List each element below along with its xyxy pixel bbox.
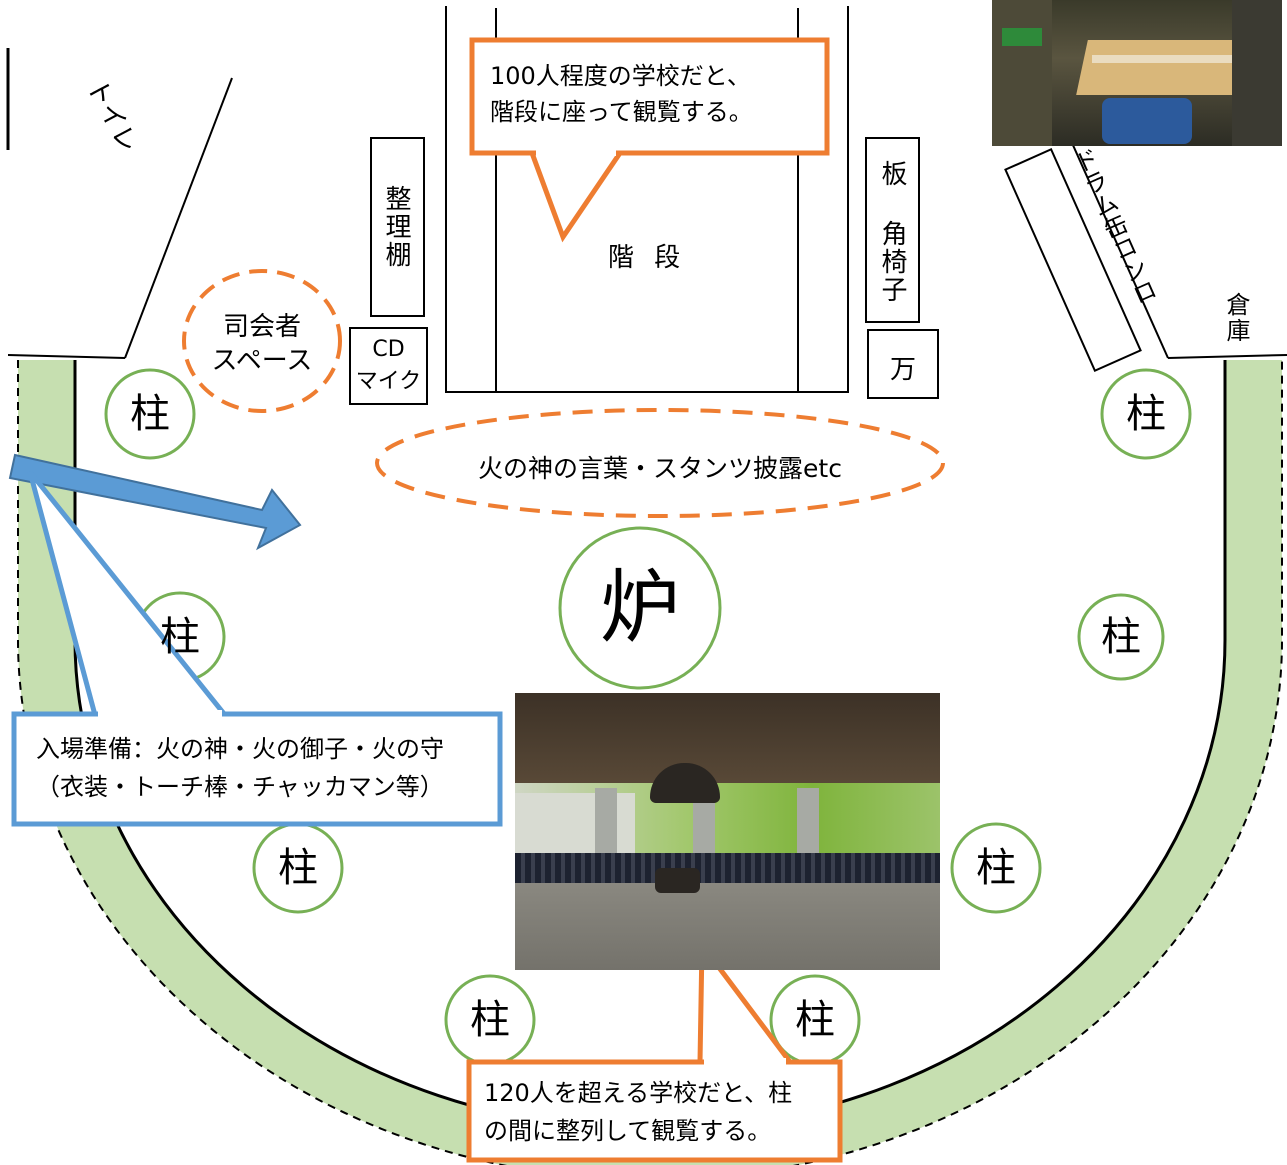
cd-mic-label: CD マイク	[355, 337, 422, 394]
hearth-circle	[558, 526, 722, 690]
chairs-box	[865, 137, 920, 323]
pillar-label: 柱	[470, 997, 510, 1043]
chairs-label: 板 角椅子	[877, 160, 907, 304]
pillar-label: 柱	[278, 845, 318, 891]
pillar-label: 柱	[1126, 391, 1166, 437]
storage-label: 倉庫	[1222, 292, 1250, 344]
man-box	[867, 329, 939, 399]
shelf-box	[370, 137, 425, 317]
pillar-label: 柱	[160, 614, 200, 660]
toilet-wall-diagonal	[124, 77, 233, 359]
man-label: 万	[889, 355, 916, 385]
pillar-circle	[1100, 368, 1192, 460]
pillar-label: 柱	[795, 997, 835, 1043]
pavilion-photo	[515, 693, 940, 970]
pillar-circle	[104, 368, 196, 460]
toilet-wall-diagonal-left	[7, 354, 126, 359]
stairs-callout-box	[469, 37, 830, 156]
mc-space-outline	[182, 269, 342, 413]
stairs-structure	[445, 0, 849, 393]
entry-callout-text: 入場準備：火の神・火の御子・火の守 （衣装・トーチ棒・チャッカマン等）	[36, 735, 444, 801]
stairs-label: 階 段	[608, 243, 687, 273]
firewood-photo	[992, 0, 1282, 146]
mc-space-label: 司会者 スペース	[211, 312, 313, 376]
cd-mic-box	[349, 327, 428, 405]
right-wall-bottom	[1167, 354, 1287, 359]
speech-area-label: 火の神の言葉・スタンツ披露etc	[478, 454, 842, 483]
pillars-callout-box	[466, 1059, 843, 1163]
entry-callout-seam	[98, 710, 222, 718]
pillar-circle	[950, 822, 1042, 914]
pillar-label: 柱	[130, 391, 170, 437]
hearth-label: 炉	[600, 561, 680, 654]
pillars-callout-seam	[704, 1058, 786, 1066]
stairs-callout-text: 100人程度の学校だと、 階段に座って観覧する。	[490, 62, 753, 126]
drum-stove-box	[1004, 148, 1142, 372]
stairs-callout-pointer	[528, 150, 625, 243]
speech-area-outline	[375, 408, 945, 518]
pillar-label: 柱	[976, 845, 1016, 891]
stairs-top-mask	[440, 0, 856, 6]
pillar-circle	[1077, 593, 1165, 681]
stairs-callout-seam	[536, 148, 616, 156]
pillar-label: 柱	[1101, 614, 1141, 660]
entry-arrow	[8, 453, 302, 551]
entry-callout-box	[11, 711, 503, 827]
shelf-label: 整理棚	[381, 185, 411, 269]
pillars-callout-text: 120人を超える学校だと、柱 の間に整列して観覧する。	[484, 1079, 793, 1145]
